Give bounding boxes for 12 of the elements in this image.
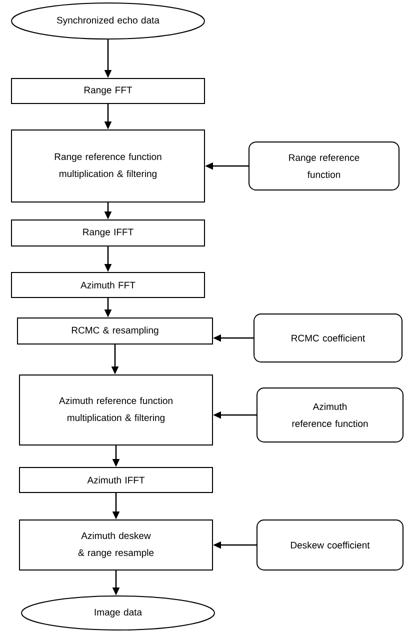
process-box: Azimuth IFFT [19,467,213,493]
input-box: RCMC coefficient [254,314,402,362]
input-box: Deskew coefficient [256,520,404,570]
input-box: Azimuth reference function [256,388,404,442]
process-box: Azimuth deskew & range resample [19,520,213,570]
process-box: RCMC & resampling [17,318,213,344]
process-box: Range FFT [11,78,205,104]
process-box: Azimuth FFT [11,272,205,298]
process-box: Range IFFT [11,220,205,246]
process-box: Azimuth reference function multiplication & filtering [19,374,213,446]
input-box: Range reference function [248,142,400,190]
process-box: Range reference function multiplication & filtering [11,130,205,202]
